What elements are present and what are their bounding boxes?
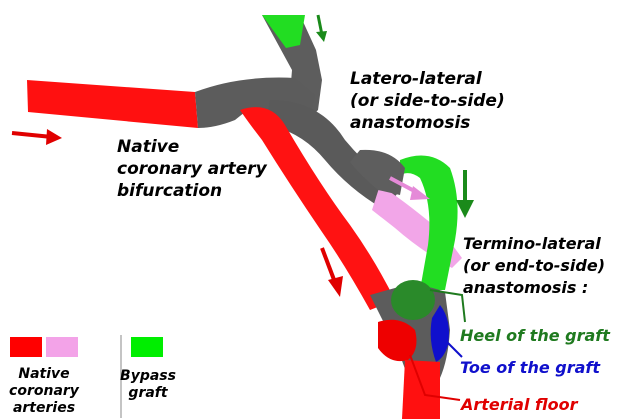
legend-bypass-line-2: graft — [120, 385, 176, 402]
floor-label: Arterial floor — [461, 394, 577, 416]
toe-label: Toe of the graft — [460, 357, 600, 379]
legend-bypass-label: Bypass graft — [120, 368, 176, 402]
legend-native-line-1: Native — [8, 366, 80, 383]
latero-lateral-label: Latero-lateral (or side-to-side) anastom… — [350, 68, 505, 134]
legend-native-line-2: coronary — [8, 383, 80, 400]
legend-native-label: Native coronary arteries — [8, 366, 80, 417]
heel-marker — [391, 280, 435, 320]
native-artery-inlet — [27, 80, 198, 128]
latero-lateral-line-3: anastomosis — [350, 112, 505, 134]
downstream-outlet-red — [402, 360, 440, 419]
legend-bypass-line-1: Bypass — [120, 368, 176, 385]
latero-lateral-line-2: (or side-to-side) — [350, 90, 505, 112]
legend-swatch-native-pink — [46, 337, 78, 357]
legend-swatch-native-red — [10, 337, 42, 357]
flow-arrow-icon — [12, 129, 62, 145]
graft-top-green — [262, 15, 305, 48]
native-bifurcation-label: Native coronary artery bifurcation — [117, 136, 267, 202]
legend-native-line-3: arteries — [8, 400, 80, 417]
termino-lateral-line-3: anastomosis : — [463, 277, 605, 299]
legend-swatch-bypass-green — [131, 337, 163, 357]
latero-lateral-line-1: Latero-lateral — [350, 68, 505, 90]
native-bifurcation-line-2: coronary artery — [117, 158, 267, 180]
heel-label: Heel of the graft — [460, 325, 610, 347]
flow-arrow-icon — [316, 15, 327, 42]
native-bifurcation-line-3: bifurcation — [117, 180, 267, 202]
termino-lateral-line-2: (or end-to-side) — [463, 255, 605, 277]
flow-arrow-icon — [456, 170, 474, 218]
native-bifurcation-line-1: Native — [117, 136, 267, 158]
termino-lateral-line-1: Termino-lateral — [463, 233, 605, 255]
termino-lateral-label: Termino-lateral (or end-to-side) anastom… — [463, 233, 605, 299]
